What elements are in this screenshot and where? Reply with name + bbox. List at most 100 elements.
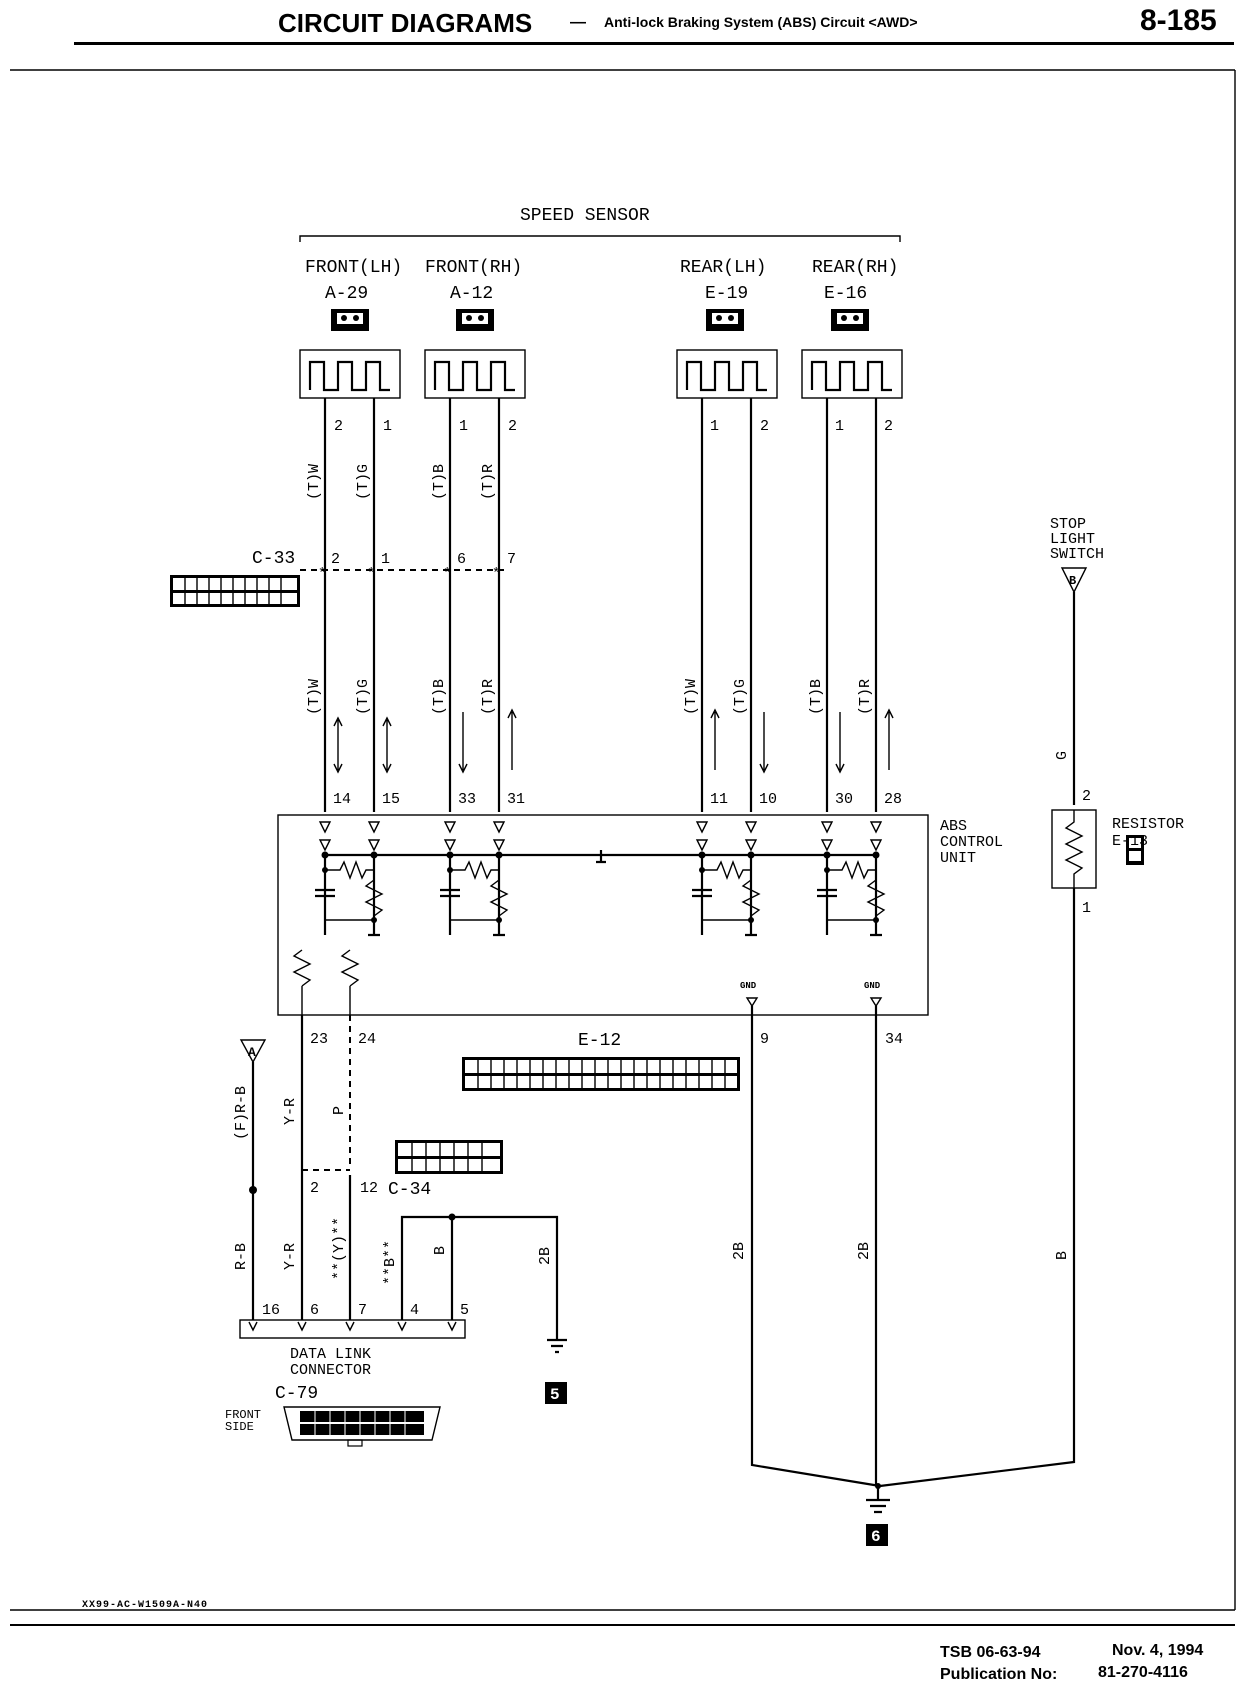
front-rh-pin-a: 1: [459, 418, 468, 435]
ecu-pin-10: 10: [759, 791, 777, 808]
rear-rh-pin-b: 2: [884, 418, 893, 435]
connector-icon-e19: [706, 309, 744, 331]
stop-light-label-1: STOP: [1050, 516, 1086, 533]
wire-label-front-rh-bottom-b: (T)R: [480, 679, 497, 715]
front-rh-pin-b: 2: [508, 418, 517, 435]
wire-label-front-lh-bottom-b: (T)G: [355, 679, 372, 715]
ground-symbol-6: [866, 1483, 890, 1546]
stop-light-label-3: SWITCH: [1050, 546, 1104, 563]
front-side-line1: FRONT: [225, 1408, 261, 1422]
header-rule: [74, 42, 1234, 45]
abs-label-line1: ABS: [940, 818, 967, 835]
front-side-line2: SIDE: [225, 1420, 254, 1434]
c34-label: C-34: [388, 1180, 431, 1200]
diagram-code: XX99-AC-W1509A-N40: [82, 1600, 209, 1611]
connector-icon-e16: [831, 309, 869, 331]
data-link-connector-bar: [239, 1319, 466, 1339]
dlc-pin-4: 4: [410, 1302, 419, 1319]
wire-label-front-lh-bottom-a: (T)W: [306, 679, 323, 715]
abs-control-unit-box: [277, 814, 929, 1016]
tsb-number: TSB 06-63-94: [940, 1644, 1041, 1661]
sensor-rear-lh-label: REAR(LH): [680, 258, 766, 278]
dlc-label-line2: CONNECTOR: [290, 1362, 371, 1379]
sensor-front-rh-label: FRONT(RH): [425, 258, 522, 278]
e12-connector-face: [462, 1057, 740, 1091]
c34-pin-12: 12: [360, 1180, 378, 1197]
gnd-label-9: GND: [740, 981, 757, 991]
wire-label-stop-b: B: [1054, 1251, 1071, 1260]
ecu-pin-30: 30: [835, 791, 853, 808]
connector-icon-a29: [331, 309, 369, 331]
abs-internal-circuit: [292, 821, 886, 1015]
stop-light-connector-symbol: [1060, 567, 1088, 594]
wire-label-gnd-34: 2B: [856, 1242, 873, 1260]
wire-label-stop-g: G: [1054, 751, 1071, 760]
dlc-pin-7: 7: [358, 1302, 367, 1319]
wire-label-front-lh-top-b: (T)G: [355, 464, 372, 500]
wire-label-front-rh-bottom-a: (T)B: [431, 679, 448, 715]
ecu-pin-31: 31: [507, 791, 525, 808]
power-supply-a-symbol: [239, 1039, 267, 1064]
ecu-pin-33: 33: [458, 791, 476, 808]
wire-label-rear-lh-bottom-a: (T)W: [683, 679, 700, 715]
c33-connector-face: [170, 575, 300, 607]
wire-label-rear-rh-bottom-a: (T)B: [808, 679, 825, 715]
power-wire-junction: [249, 1186, 257, 1194]
c33-label: C-33: [252, 549, 295, 569]
tsb-date: Nov. 4, 1994: [1112, 1642, 1204, 1659]
wire-label-rear-lh-bottom-b: (T)G: [732, 679, 749, 715]
wire-label-front-rh-top-a: (T)B: [431, 464, 448, 500]
publication-label: Publication No:: [940, 1666, 1058, 1683]
stop-light-letter: B: [1069, 574, 1076, 588]
resistor-pin-1: 1: [1082, 900, 1091, 917]
ecu-pin-14: 14: [333, 791, 351, 808]
dlc-pin-5: 5: [460, 1302, 469, 1319]
svg-text:*: *: [492, 566, 500, 582]
svg-text:*: *: [443, 566, 451, 582]
c34-pin-2: 2: [310, 1180, 319, 1197]
c33-junction-stars: * * * *: [318, 566, 500, 582]
header-separator: —: [570, 14, 586, 31]
wire-stop-light-b: [879, 888, 1076, 1488]
speed-sensor-label: SPEED SENSOR: [520, 206, 650, 226]
wire-ground-4-5: [400, 1215, 454, 1320]
data-link-pin-arrows: [248, 1321, 457, 1332]
ecu-pin-24: 24: [358, 1031, 376, 1048]
speed-sensor-brace: [299, 235, 901, 242]
c79-label: C-79: [275, 1384, 318, 1404]
wire-label-ground-2b: 2B: [537, 1247, 554, 1265]
stop-light-label-2: LIGHT: [1050, 531, 1095, 548]
sensor-box-front-rh: [424, 349, 526, 399]
ground-symbol-5: [545, 1338, 567, 1404]
header-subtitle: Anti-lock Braking System (ABS) Circuit <…: [604, 14, 918, 30]
ecu-pin-23: 23: [310, 1031, 328, 1048]
front-lh-pin-b: 1: [383, 418, 392, 435]
sensor-box-front-lh: [299, 349, 401, 399]
sensor-box-rear-rh: [801, 349, 903, 399]
ground-id-5: 5: [550, 1386, 560, 1404]
c33-pin-d: 7: [507, 551, 516, 568]
abs-label-line2: CONTROL: [940, 834, 1003, 851]
rear-lh-pin-b: 2: [760, 418, 769, 435]
dlc-pin-6: 6: [310, 1302, 319, 1319]
resistor-pin-2: 2: [1082, 788, 1091, 805]
c33-pin-a: 2: [331, 551, 340, 568]
wire-label-power-bottom: R-B: [233, 1243, 250, 1270]
svg-text:*: *: [318, 566, 326, 582]
footer-rule: [10, 1624, 1235, 1626]
ecu-pin-28: 28: [884, 791, 902, 808]
publication-number: 81-270-4116: [1098, 1664, 1188, 1681]
resistor-connector: E-13: [1112, 833, 1148, 850]
wire-ground-2b: [452, 1215, 559, 1340]
rear-lh-pin-a: 1: [710, 418, 719, 435]
wire-gnd-pin9: [750, 1006, 881, 1488]
dlc-pin-16: 16: [262, 1302, 280, 1319]
dlc-label-line1: DATA LINK: [290, 1346, 371, 1363]
sensor-rear-lh-connector: E-19: [705, 284, 748, 304]
page-footer: XX99-AC-W1509A-N40 TSB 06-63-94 Nov. 4, …: [0, 1600, 1248, 1688]
wire-label-power-top: (F)R-B: [233, 1086, 250, 1140]
sensor-box-rear-lh: [676, 349, 778, 399]
front-lh-pin-a: 2: [334, 418, 343, 435]
wire-label-gnd-9: 2B: [731, 1242, 748, 1260]
